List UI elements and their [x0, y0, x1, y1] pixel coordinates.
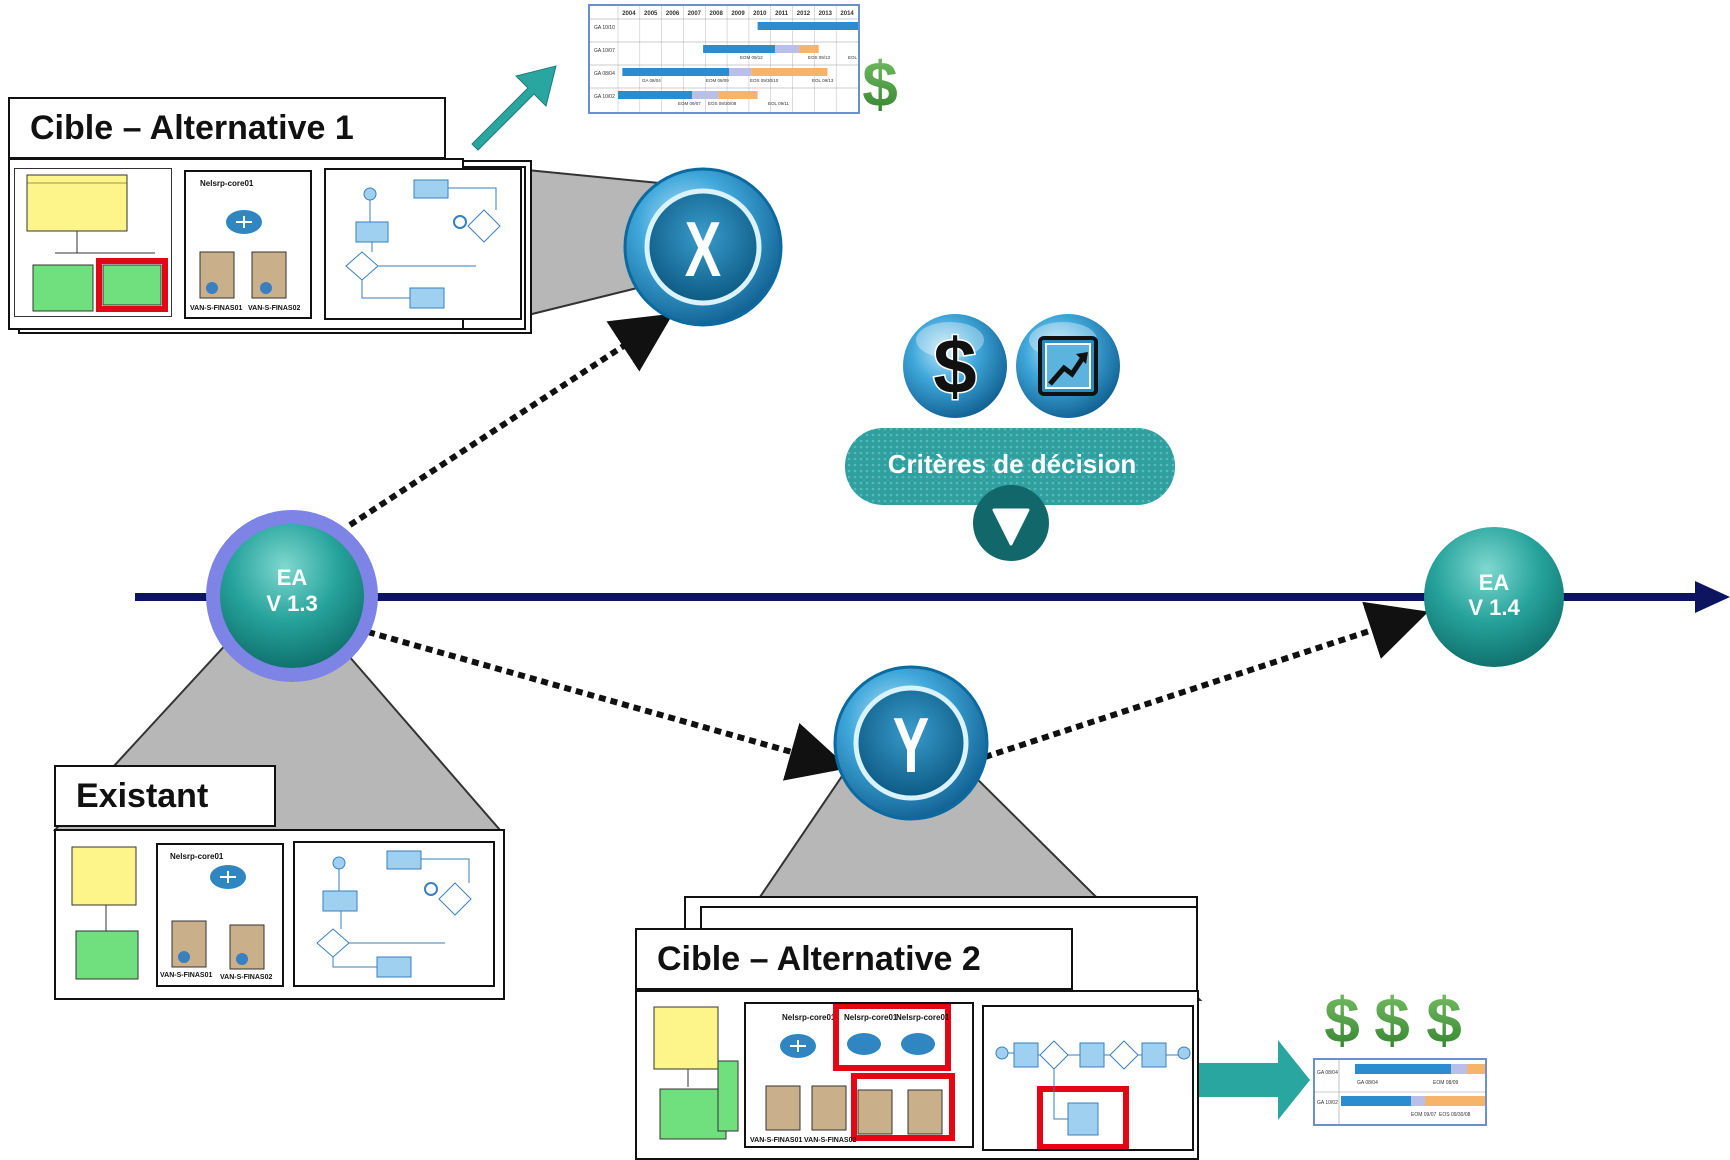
gantt-bottom-row1: GA 08/04: [1317, 1070, 1338, 1076]
gantt-milestone-label: EOL: [848, 55, 858, 60]
cost-criteria-icon: $: [903, 314, 1007, 418]
gantt-bar-maintenance: [692, 91, 719, 99]
gantt-row-label: GA 10/02: [594, 94, 615, 100]
existant-server2: VAN-S-FINAS02: [220, 974, 272, 981]
gantt-bottom-label1: GA 08/04: [1357, 1080, 1378, 1086]
alt1-process: [324, 168, 522, 320]
alt2-network-title-new1: Nelsrp-core01: [844, 1013, 898, 1022]
gantt-year-label: 2007: [688, 11, 702, 17]
gantt-bottom-label2: EOM 08/09: [1433, 1080, 1459, 1086]
gantt-milestone-label: EOS 09/30/10: [750, 78, 779, 83]
gantt-bar-eol: [751, 68, 828, 76]
alt2-title: Cible – Alternative 2: [635, 928, 1073, 990]
existant-network-title: Nelsrp-core01: [170, 852, 224, 861]
alt2-server2: VAN-S-FINAS02: [804, 1137, 856, 1144]
existant-network: Nelsrp-core01 VAN-S-FINAS01 VAN-S-FINAS0…: [156, 843, 284, 987]
chart-criteria-icon: [1016, 314, 1120, 418]
gantt-milestone-label: EOM 09/12: [740, 55, 763, 60]
alt2-network-title-new2: Nelsrp-core01: [896, 1013, 950, 1022]
gantt-year-label: 2010: [753, 11, 767, 17]
gantt-bottom: GA 08/04 GA 10/02 GA 08/04 EOM 08/09 EOM…: [1313, 1058, 1487, 1126]
decision-x[interactable]: X: [623, 167, 783, 327]
gantt-year-label: 2008: [710, 11, 724, 17]
dollar-icon-alt1: $: [862, 48, 898, 120]
gantt-top: 2004 2005 2006 2007 2008 2009 2010 2011 2012 2013…: [588, 4, 860, 114]
alt1-network-title: Nelsrp-core01: [200, 179, 254, 188]
gantt-year-label: 2013: [819, 11, 833, 17]
gantt-row-label: GA 10/07: [594, 48, 615, 54]
gantt-year-label: 2004: [622, 11, 636, 17]
gantt-bar-eol: [799, 45, 819, 53]
ea-v14-line2: V 1.4: [1468, 595, 1520, 620]
gantt-bar-supported: [703, 45, 776, 53]
decision-y-letter: Y: [893, 702, 929, 789]
gantt-year-label: 2014: [840, 11, 854, 17]
decision-criteria-label: Critères de décision: [888, 449, 1137, 479]
ea-v14-line1: EA: [1479, 570, 1510, 595]
gantt-year-label: 2009: [731, 11, 745, 17]
gantt-bar-maintenance: [775, 45, 800, 53]
gantt-bar-eol: [718, 91, 758, 99]
gantt-milestone-label: EOM 09/07: [678, 101, 701, 106]
gantt-bottom-row2: GA 10/02: [1317, 1100, 1338, 1106]
alt1-title: Cible – Alternative 1: [8, 97, 446, 159]
gantt-year-label: 2011: [775, 11, 789, 17]
svg-text:$: $: [933, 322, 976, 410]
gantt-row-label: GA 10/10: [594, 25, 615, 31]
existant-server1: VAN-S-FINAS01: [160, 972, 212, 979]
alt2-data-model: [648, 1005, 740, 1145]
alt1-network: Nelsrp-core01 VAN-S-FINAS01 VAN-S-FINAS0…: [184, 170, 312, 319]
gantt-year-label: 2006: [666, 11, 680, 17]
arrow-alt2-to-gantt: [1190, 1040, 1310, 1120]
path-to-x: [348, 313, 674, 528]
gantt-milestone-label: EOL 09/11: [768, 101, 790, 106]
path-y-to-end: [984, 601, 1429, 760]
existant-title: Existant: [54, 765, 276, 827]
gantt-bottom-label4: EOS 09/30/08: [1439, 1112, 1471, 1118]
dollar-icon-alt2-2: $: [1374, 984, 1410, 1056]
gantt-milestone-label: GA 08/04: [642, 78, 661, 83]
decision-y[interactable]: Y: [833, 665, 989, 821]
gantt-bar-supported: [757, 22, 858, 30]
ea-v13-node[interactable]: EA V 1.3: [206, 510, 378, 682]
ea-v13-line2: V 1.3: [266, 591, 317, 616]
chevron-down-icon: [992, 508, 1030, 546]
alt2-network: Nelsrp-core01 Nelsrp-core01 Nelsrp-core0…: [744, 1002, 974, 1148]
existant-data-model: [66, 845, 142, 981]
alt1-data-model: [14, 168, 172, 317]
existant-process: [293, 841, 495, 987]
decision-x-letter: X: [685, 206, 721, 293]
ea-v13-line1: EA: [277, 565, 308, 590]
gantt-bottom-label3: EOM 09/07: [1411, 1112, 1437, 1118]
gantt-milestone-label: EOS 09/30/08: [708, 101, 737, 106]
ea-v14-node[interactable]: EA V 1.4: [1424, 527, 1564, 667]
gantt-row-label: GA 08/04: [594, 71, 615, 77]
timeline-arrowhead: [1695, 581, 1730, 613]
gantt-year-label: 2005: [644, 11, 658, 17]
arrow-alt1-to-gantt: [471, 65, 557, 151]
alt2-process: [982, 1005, 1194, 1151]
gantt-bar-maintenance: [729, 68, 752, 76]
gantt-milestone-label: EOS 09/13: [808, 55, 831, 60]
alt2-server1: VAN-S-FINAS01: [750, 1137, 802, 1144]
gantt-year-label: 2012: [797, 11, 811, 17]
gantt-bar-supported: [622, 68, 730, 76]
alt1-server1: VAN-S-FINAS01: [190, 305, 242, 312]
dollar-icon-alt2-1: $: [1324, 984, 1360, 1056]
path-to-y: [367, 629, 849, 781]
alt2-network-title: Nelsrp-core01: [782, 1013, 836, 1022]
gantt-bar-supported: [618, 91, 693, 99]
decision-criteria-banner[interactable]: Critères de décision: [845, 428, 1175, 561]
alt1-server2: VAN-S-FINAS02: [248, 305, 300, 312]
gantt-milestone-label: EOM 08/09: [706, 78, 729, 83]
gantt-milestone-label: EOL 09/13: [812, 78, 834, 83]
dollar-icon-alt2-3: $: [1426, 984, 1462, 1056]
